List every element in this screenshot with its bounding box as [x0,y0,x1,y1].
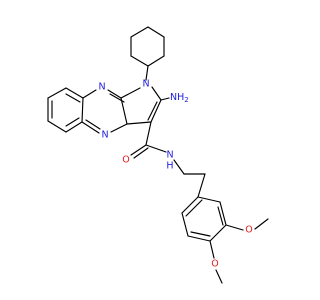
amide-hydrogen-label: H [166,161,173,172]
methoxy-oxygen-1-label: O [245,225,252,236]
benzo-ring [47,87,84,133]
amino-nh-text: NH [170,92,184,103]
structure-diagram: N N N NH2 O N H O O [47,26,269,284]
amide-oxygen-label: O [122,155,129,166]
methoxy-groups [209,218,269,284]
amide-group [130,121,167,159]
pyrrole-ring [120,86,162,125]
cyclohexyl-n-bond [145,65,149,81]
methoxy-oxygen-2-label: O [211,259,218,270]
pyrazine-ring [81,89,128,134]
dimethoxyphenyl-ring [181,196,227,242]
ethyl-linker [173,159,206,198]
amino-nh2-label: NH2 [170,92,189,105]
molecule-canvas: N N N NH2 O N H O O [47,26,269,284]
cyclohexyl-ring [130,26,165,67]
n-pyrrole-label: N [142,79,149,90]
amide-nitrogen-label: N [166,150,173,161]
amino-bond [160,97,170,101]
n-quinox-bottom-label: N [101,130,108,141]
n-quinox-top-label: N [98,82,105,93]
amino-subscript-2: 2 [184,96,188,104]
